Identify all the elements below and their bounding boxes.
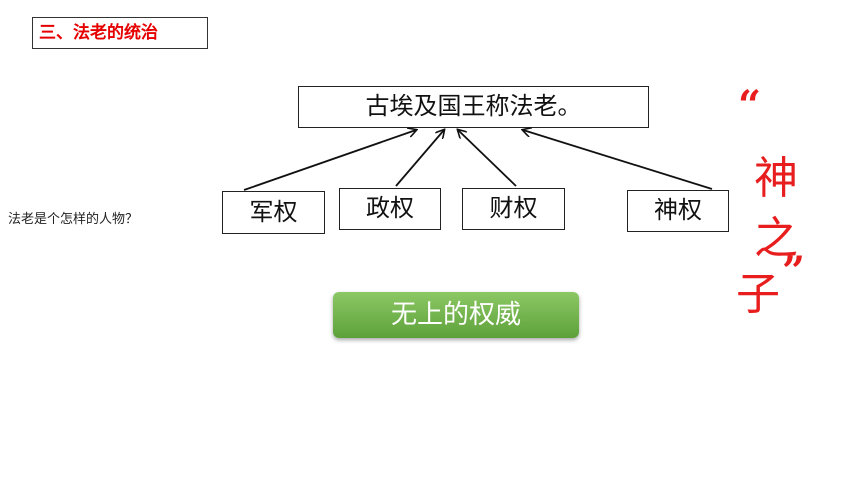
quote-close-mark: ” (782, 248, 806, 295)
power-box-divine: 神权 (627, 190, 729, 232)
arrow-political (395, 130, 444, 187)
pharaoh-title-box: 古埃及国王称法老。 (298, 86, 649, 128)
power-box-military: 军权 (222, 191, 325, 234)
supreme-authority-button[interactable]: 无上的权威 (333, 292, 579, 338)
arrow-financial (458, 130, 517, 187)
power-box-financial: 财权 (462, 188, 565, 230)
section-title: 三、法老的统治 (32, 17, 208, 49)
quote-char: 神 (754, 153, 798, 204)
question-text: 法老是个怎样的人物？ (8, 212, 139, 227)
son-of-god-quote: “ 神 之 子 ” (732, 82, 822, 322)
arrow-military (243, 130, 416, 191)
arrow-divine (523, 130, 713, 190)
quote-open-mark: “ (738, 82, 762, 129)
power-box-political: 政权 (339, 188, 441, 230)
quote-char: 之 (754, 213, 798, 264)
quote-char: 子 (736, 269, 780, 320)
